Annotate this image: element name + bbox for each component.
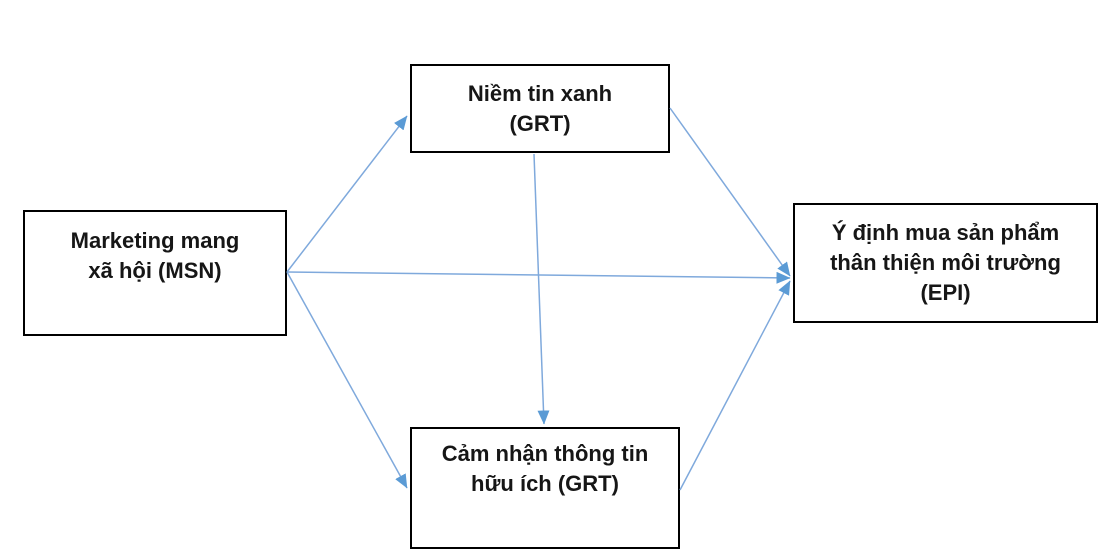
node-marketing-msn: Marketing mang xã hội (MSN) xyxy=(23,210,287,336)
node-green-trust-grt: Niềm tin xanh (GRT) xyxy=(410,64,670,153)
edge-msn-to-grt xyxy=(286,115,408,273)
node-perceived-usefulness: Cảm nhận thông tin hữu ích (GRT) xyxy=(410,427,680,549)
edge-pu-to-epi xyxy=(679,280,791,491)
edge-grt-to-epi xyxy=(669,107,791,277)
node-purchase-intention-epi: Ý định mua sản phẩm thân thiện môi trườn… xyxy=(793,203,1098,323)
edge-msn-to-epi xyxy=(286,271,791,284)
edge-msn-to-pu xyxy=(286,271,408,489)
edge-grt-to-pu xyxy=(533,153,550,425)
